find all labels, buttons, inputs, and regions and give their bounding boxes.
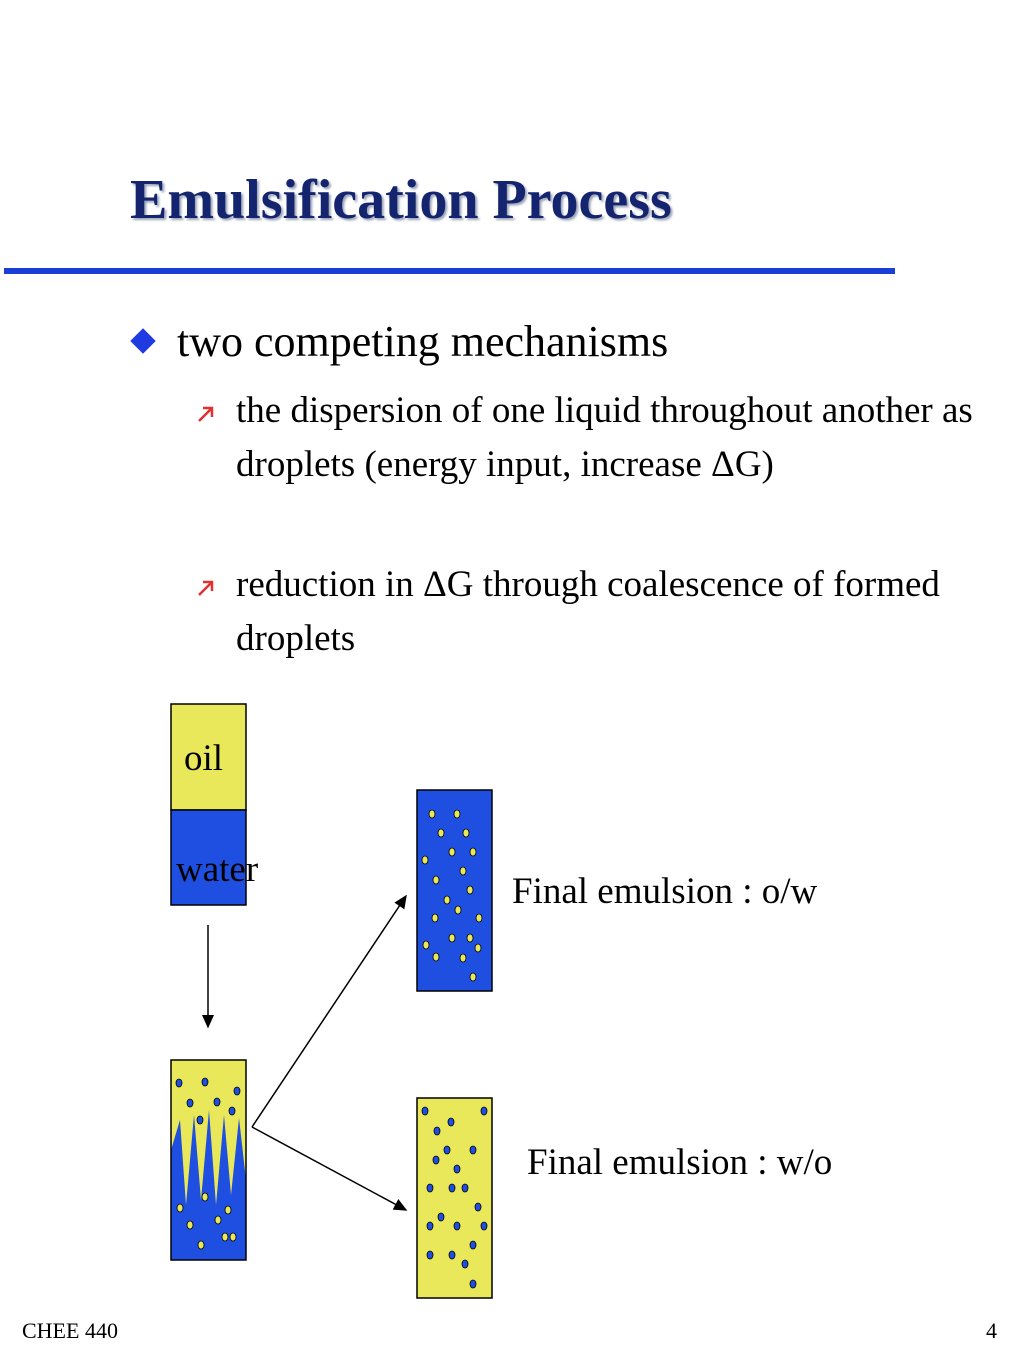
up-right-arrow-icon — [198, 406, 214, 422]
wo-emulsion-container — [416, 1097, 493, 1299]
ow-emulsion-label: Final emulsion : o/w — [512, 871, 818, 912]
sub-bullet-dispersion: the dispersion of one liquid throughout … — [236, 390, 973, 485]
oil-label: oil — [184, 738, 224, 779]
water-layer — [170, 809, 247, 906]
water-label: water — [176, 849, 259, 890]
mixing-container — [170, 1059, 247, 1261]
up-right-arrow-icon — [198, 580, 214, 596]
arrow-to-wo — [251, 1126, 408, 1211]
ow-emulsion-container — [416, 789, 493, 992]
title-underline — [4, 268, 895, 274]
arrow-to-ow — [251, 894, 407, 1128]
oil-layer — [170, 703, 247, 811]
course-code: CHEE 440 — [22, 1318, 118, 1343]
slide-title: Emulsification Process — [130, 169, 672, 231]
wo-emulsion-label: Final emulsion : w/o — [527, 1142, 833, 1183]
sub-bullet-coalescence: reduction in ΔG through coalescence of f… — [236, 564, 940, 659]
page-number: 4 — [986, 1318, 997, 1343]
bullet-main: two competing mechanisms — [177, 317, 669, 366]
